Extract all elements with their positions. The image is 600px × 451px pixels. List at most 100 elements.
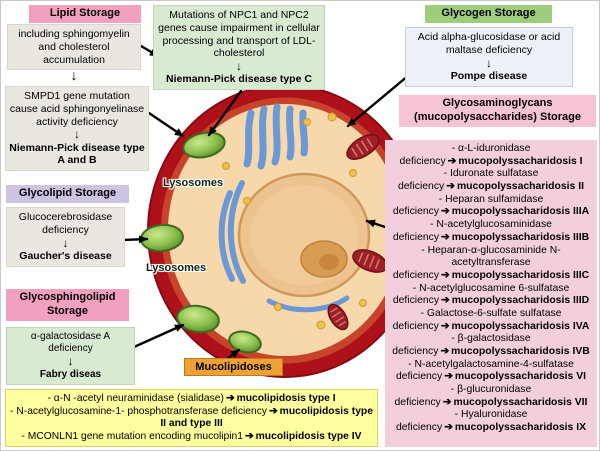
pompe-box: Acid alpha-glucosidase or acid maltase d… [405,27,573,87]
lysosome-1 [182,131,226,159]
gag-list-item: - β-galactosidase deficiency➔mucopolyssa… [388,333,594,358]
lipid-storage-desc-box: including sphingomyelin and cholesterol … [7,24,141,71]
gaucher-box: Glucocerebrosidase deficiency ↓ Gaucher'… [6,207,125,267]
disease-name: mucopolyssacharidosis IIID [451,295,590,307]
right-arrow-icon: ➔ [440,346,450,357]
deficiency-text: - Heparan sulfamidase deficiency [392,193,544,218]
fabry-deficiency-text: α-galactosidase A deficiency [30,331,111,355]
npc-box: Mutations of NPC1 and NPC2 genes cause i… [153,5,325,91]
right-arrow-icon: ➔ [444,371,453,383]
lysosomes-label-2: Lysosomes [146,262,207,274]
disease-name: mucolipidosis type I [236,393,336,404]
pompe-disease-name: Pompe disease [450,69,528,82]
mitochondrion-icon-3 [327,303,349,331]
down-arrow-icon: ↓ [70,67,78,83]
gag-storage-header: Glycosaminoglycans (mucopolysaccharides)… [399,95,596,127]
down-arrow-icon: ↓ [236,59,242,74]
deficiency-text: - N-acetylglucosamine 6-sulfatase defici… [392,282,570,307]
pompe-deficiency-text: Acid alpha-glucosidase or acid maltase d… [417,31,561,56]
right-arrow-icon: ➔ [441,206,450,218]
deficiency-text: - Galactose-6-sulfate sulfatase deficien… [392,307,562,332]
deficiency-text: - N-acetylgalactosamine-4-sulfatase defi… [395,358,574,383]
gag-list-item: - Galactose-6-sulfate sulfatase deficien… [388,308,594,333]
glycosphingolipid-storage-header: Glycosphingolipid Storage [6,289,129,321]
er-left-cisternae-icon [218,180,246,284]
right-arrow-icon: ➔ [441,295,450,307]
right-arrow-icon: ➔ [444,422,453,434]
arrow-fabry-to-lysosome [132,323,185,349]
gag-list-item: - N-acetylgalactosamine-4-sulfatase defi… [388,359,594,384]
mucolipidoses-list-item: - MCONLN1 gene mutation encoding mucolip… [9,431,374,444]
mucolipidoses-list-item: - α-N -acetyl neuraminidase (sialidase)➔… [9,393,374,406]
gag-list-item: - Iduronate sulfatase deficiency➔mucopol… [388,168,594,193]
arrow-smpd1-to-lysosome [144,109,185,138]
right-arrow-icon: ➔ [442,396,452,408]
right-arrow-icon: ➔ [447,155,457,167]
arrow-gaucher-to-lysosome [121,235,149,244]
gaucher-deficiency-text: Glucocerebrosidase deficiency [18,211,113,236]
gag-list-item: - Hyaluronidase deficiency➔mucopolyssach… [388,409,594,434]
right-arrow-icon: ➔ [245,430,254,442]
smpd1-mutation-text: SMPD1 gene mutation cause acid sphingony… [9,90,145,128]
down-arrow-icon: ↓ [62,235,69,250]
lysosome-4 [228,330,262,354]
glycolipid-storage-header: Glycolipid Storage [6,185,129,203]
deficiency-text: - N-acetylglucosaminidase deficiency [392,219,552,243]
deficiency-text: - Heparan-α-glucosaminide N-acetyltransf… [392,244,561,281]
arrow-mucolipidoses-to-lysosome [226,348,241,360]
mucolipidoses-list-item: - N-acetylglucosamine-1- phosphotransfer… [9,406,374,431]
mucolipidoses-label: Mucolipidoses [184,358,283,376]
deficiency-text: - Iduronate sulfatase deficiency [398,168,539,193]
disease-name: mucopolyssacharidosis IVA [451,320,590,332]
mitochondrion-icon-1 [346,134,380,160]
lysosomes-label-1: Lysosomes [163,177,224,189]
disease-name: mucopolyssacharidosis I [458,155,583,167]
gag-list-item: - N-acetylglucosaminidase deficiency➔muc… [388,219,594,244]
right-arrow-icon: ➔ [441,231,450,243]
disease-name: mucopolyssacharidosis VI [454,371,587,383]
npc-mutation-text: Mutations of NPC1 and NPC2 genes cause i… [158,9,320,60]
disease-name: mucolipidosis type IV [255,430,362,442]
down-arrow-icon: ↓ [486,55,492,70]
disease-name: mucolipidosis type II and type III [160,405,373,430]
fabry-box: α-galactosidase A deficiency ↓ Fabry dis… [6,327,135,385]
right-arrow-icon: ➔ [269,405,278,417]
disease-name: mucopolyssacharidosis VII [453,396,588,408]
deficiency-text: - β-galactosidase deficiency [392,333,531,357]
deficiency-text: - Hyaluronidase deficiency [395,409,528,434]
disease-name: mucopolyssacharidosis IX [454,422,587,434]
gag-list-item: - N-acetylglucosamine 6-sulfatase defici… [388,283,594,308]
lipid-storage-desc: including sphingomyelin and cholesterol … [18,28,130,66]
disease-name: mucopolyssacharidosis IIIC [451,269,590,281]
mucolipidoses-list-box: - α-N -acetyl neuraminidase (sialidase) ➔… [5,389,378,448]
disease-name: mucopolyssacharidosis II [456,181,584,193]
gag-list-box: - α-L-iduronidase deficiency➔mucopolyssa… [385,140,597,447]
deficiency-text: - α-N -acetyl neuraminidase (sialidase) [47,393,224,404]
arrow-npc-to-lysosome [207,89,243,137]
gag-list-item: - β-glucuronidase deficiency➔mucopolyssa… [388,384,594,409]
gag-list-item: - Heparan sulfamidase deficiency➔mucopol… [388,194,594,219]
deficiency-text: - α-L-iduronidase deficiency [399,143,531,167]
right-arrow-icon: ➔ [446,181,455,193]
right-arrow-icon: ➔ [441,269,450,281]
gag-list-item: - α-L-iduronidase deficiency➔mucopolyssa… [388,143,594,168]
down-arrow-icon: ↓ [67,354,74,369]
deficiency-text: - N-acetylglucosamine-1- phosphotransfer… [10,405,268,417]
endoplasmic-reticulum-icon [243,103,309,170]
disease-name: mucopolyssacharidosis IIIA [451,206,590,218]
lipid-storage-header: Lipid Storage [29,5,141,23]
glycogen-storage-header: Glycogen Storage [425,5,552,23]
niemann-pick-ab-disease: Niemann-Pick disease type A and B [9,141,145,167]
fabry-disease-name: Fabry diseas [39,368,102,380]
deficiency-text: - MCONLN1 gene mutation encoding mucolip… [21,430,244,442]
deficiency-text: - β-glucuronidase deficiency [394,384,532,408]
niemann-pick-c-disease: Niemann-Pick disease type C [166,73,312,86]
gag-list-item: - Heparan-α-glucosaminide N-acetyltransf… [388,245,594,283]
right-arrow-icon: ➔ [440,320,450,332]
disease-name: mucopolyssacharidosis IIIB [451,231,590,243]
disease-name: mucopolyssacharidosis IVB [451,346,590,357]
gaucher-disease-name: Gaucher's disease [19,249,112,262]
nucleus [237,172,371,298]
